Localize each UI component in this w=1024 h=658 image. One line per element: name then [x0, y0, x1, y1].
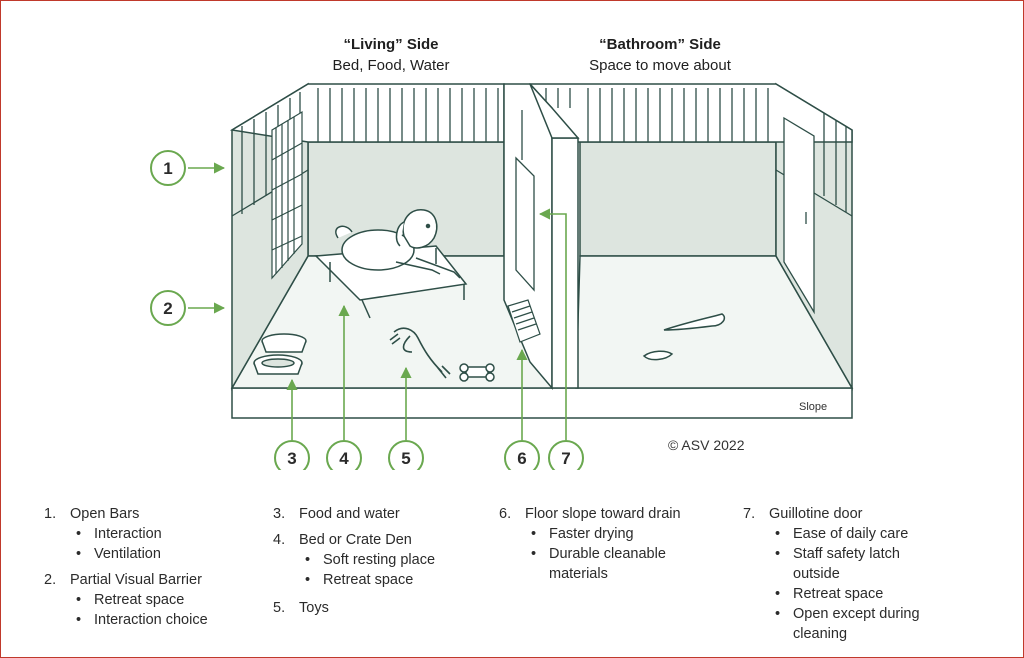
legend-column-2: 3. Food and water 4. Bed or Crate Den So… — [273, 504, 493, 618]
legend-bullet: Interaction choice — [70, 610, 264, 630]
legend-bullet: Retreat space — [299, 570, 493, 590]
callout-label-2: 2 — [163, 299, 172, 318]
callout-label-3: 3 — [287, 449, 296, 468]
legend-label: Partial Visual Barrier — [70, 572, 202, 588]
legend-label: Toys — [299, 600, 329, 616]
legend-bullet: Retreat space — [70, 590, 264, 610]
living-side-title: “Living” Side Bed, Food, Water — [300, 36, 482, 74]
legend-bullet: Durable cleanable materials — [525, 544, 695, 584]
callout-label-6: 6 — [517, 449, 526, 468]
rope-toy — [389, 327, 451, 379]
legend-column-3: 6. Floor slope toward drain Faster dryin… — [499, 504, 719, 584]
callout-label-1: 1 — [163, 159, 172, 178]
bone-toy — [459, 363, 495, 382]
legend-num: 2. — [44, 572, 57, 588]
waste-marks — [642, 313, 726, 361]
legend-num: 6. — [499, 506, 512, 522]
legend-bullet: Ease of daily care — [769, 524, 939, 544]
open-bars-living — [231, 88, 499, 217]
legend-column-4: 7. Guillotine door Ease of daily care St… — [743, 504, 963, 644]
legend-bullet: Staff safety latch outside — [769, 544, 939, 584]
legend-item-2: 2. Partial Visual Barrier Retreat space … — [44, 570, 264, 630]
legend-item-7: 7. Guillotine door Ease of daily care St… — [743, 504, 963, 644]
legend-column-1: 1. Open Bars Interaction Ventilation 2. … — [44, 504, 264, 630]
kennel-diagram: 1 2 3 4 5 6 7 — [150, 82, 854, 470]
copyright: © ASV 2022 — [668, 437, 745, 453]
legend-num: 1. — [44, 506, 57, 522]
bathroom-side-title: “Bathroom” Side Space to move about — [560, 36, 760, 74]
callout-1 — [150, 150, 186, 186]
legend-label: Open Bars — [70, 506, 140, 522]
legend-label: Food and water — [299, 506, 400, 522]
legend-label: Bed or Crate Den — [299, 532, 412, 548]
legend-bullet: Soft resting place — [299, 550, 493, 570]
bathroom-subtitle: Space to move about — [589, 57, 731, 74]
legend-num: 3. — [273, 506, 286, 522]
legend-item-1: 1. Open Bars Interaction Ventilation — [44, 504, 264, 564]
legend-bullet: Retreat space — [769, 584, 939, 604]
food-water-bowls — [253, 333, 307, 375]
dog — [335, 209, 461, 279]
legend-num: 4. — [273, 532, 286, 548]
front-gate — [271, 110, 303, 280]
legend-item-3: 3. Food and water — [273, 504, 493, 524]
open-bars-bathroom — [545, 88, 853, 217]
legend-bullet: Open except during cleaning — [769, 604, 939, 644]
legend-bullet: Ventilation — [70, 544, 264, 564]
guillotine-door — [515, 110, 535, 292]
callout-label-7: 7 — [561, 449, 570, 468]
callout-4 — [326, 440, 362, 470]
bathroom-title: “Bathroom” Side — [599, 36, 721, 53]
callout-circles — [150, 150, 584, 470]
legend-num: 5. — [273, 600, 286, 616]
legend-bullet: Faster drying — [525, 524, 695, 544]
legend-item-5: 5. Toys — [273, 598, 493, 618]
legend-item-6: 6. Floor slope toward drain Faster dryin… — [499, 504, 719, 584]
callout-2 — [150, 290, 186, 326]
callout-6 — [504, 440, 540, 470]
callout-3 — [274, 440, 310, 470]
living-title: “Living” Side — [343, 36, 439, 53]
callout-arrows — [188, 162, 567, 440]
callout-5 — [388, 440, 424, 470]
slope-label: Slope — [799, 401, 828, 413]
callout-label-5: 5 — [401, 449, 410, 468]
legend-label: Floor slope toward drain — [525, 506, 681, 522]
legend-item-4: 4. Bed or Crate Den Soft resting place R… — [273, 530, 493, 590]
living-subtitle: Bed, Food, Water — [332, 57, 450, 74]
callout-7 — [548, 440, 584, 470]
legend-label: Guillotine door — [769, 506, 863, 522]
floor-drain — [507, 299, 541, 343]
floor-base — [231, 387, 853, 419]
rear-door — [783, 116, 815, 315]
legend-bullet: Interaction — [70, 524, 264, 544]
legend-num: 7. — [743, 506, 756, 522]
callout-label-4: 4 — [339, 449, 349, 468]
